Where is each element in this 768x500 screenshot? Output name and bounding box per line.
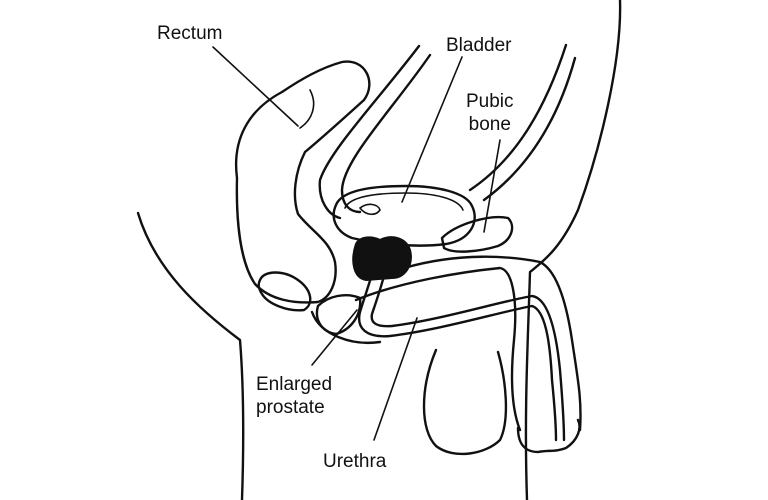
leader-enlarged-prostate bbox=[311, 309, 358, 366]
enlarged-prostate-shape bbox=[352, 236, 412, 282]
label-urethra: Urethra bbox=[323, 451, 387, 472]
leader-rectum bbox=[212, 46, 299, 127]
label-rectum: Rectum bbox=[157, 23, 223, 44]
rectum-shape bbox=[234, 60, 371, 304]
leader-urethra bbox=[373, 317, 418, 441]
label-pubic-bone: Pubic bone bbox=[466, 91, 514, 135]
leader-pubic-bone bbox=[483, 139, 501, 233]
penis-shaft-upper bbox=[402, 255, 582, 432]
urethra-tube-inner bbox=[370, 248, 566, 442]
fat-pad-oval bbox=[257, 271, 312, 312]
body-back-outline bbox=[136, 211, 245, 500]
urethra-tube-outer bbox=[357, 246, 558, 442]
penis-shaft-lower bbox=[354, 266, 522, 432]
leader-bladder bbox=[401, 56, 463, 203]
rectum-fold bbox=[299, 89, 315, 129]
peritoneum-line-inner bbox=[340, 53, 432, 214]
perineum-curve bbox=[310, 310, 382, 344]
abdominal-wall-line-inner bbox=[482, 56, 577, 202]
label-enlarged-prostate: Enlarged prostate bbox=[256, 374, 333, 418]
body-front-outline bbox=[524, 0, 622, 500]
label-bladder: Bladder bbox=[446, 35, 512, 56]
pubic-bone-shape bbox=[440, 215, 514, 253]
scrotum bbox=[422, 348, 508, 456]
bladder-shape bbox=[332, 184, 476, 247]
abdominal-wall-line-outer bbox=[468, 43, 568, 192]
peritoneum-line-outer bbox=[318, 44, 421, 220]
bladder-marking bbox=[358, 203, 381, 216]
glans bbox=[516, 418, 581, 454]
